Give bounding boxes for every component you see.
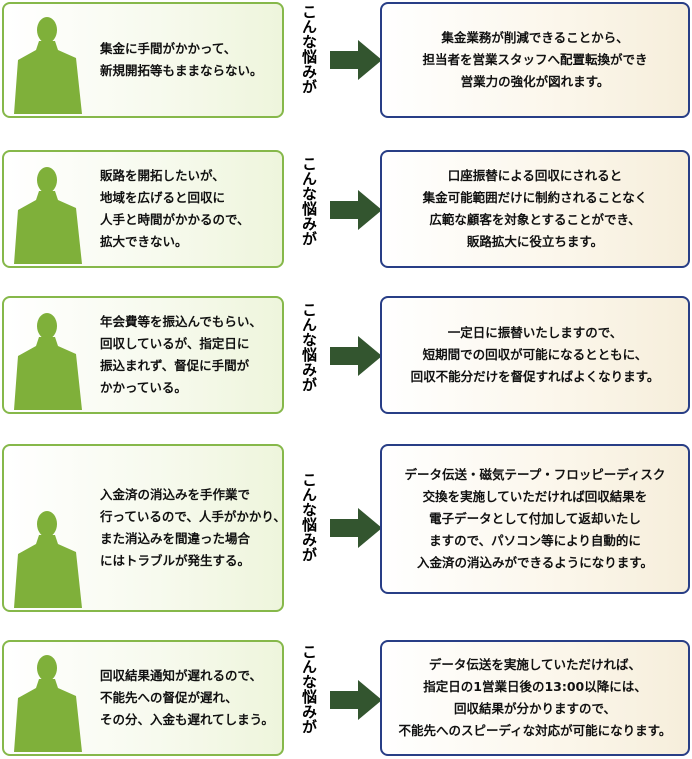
solution-box: 一定日に振替いたしますので、短期間での回収が可能になるとともに、回収不能分だけを… — [380, 296, 690, 414]
problem-text: 回収結果通知が遅れるので、不能先への督促が遅れ、その分、入金も遅れてしまう。 — [100, 668, 274, 727]
problem-text: 販路を開拓したいが、地域を広げると回収に人手と時間がかかるので、拡大できない。 — [100, 168, 250, 249]
konna-nayami-label: こんな悩みが — [300, 302, 318, 392]
person-silhouette-icon — [14, 167, 82, 264]
solution-box: 口座振替による回収にされると集金可能範囲だけに制約されることなく広範な顧客を対象… — [380, 150, 690, 268]
problem-text: 集金に手間がかかって、新規開拓等もままならない。 — [100, 41, 263, 78]
person-silhouette-icon — [14, 313, 82, 410]
solution-box: 集金業務が削減できることから、担当者を営業スタッフへ配置転換ができ営業力の強化が… — [380, 2, 690, 118]
problem-box: 集金に手間がかかって、新規開拓等もままならない。 — [2, 2, 284, 118]
problem-solution-row: 年会費等を振込んでもらい、回収しているが、指定日に振込まれず、督促に手間がかかっ… — [0, 296, 692, 426]
solution-box: データ伝送・磁気テープ・フロッピーディスク交換を実施していただければ回収結果を電… — [380, 444, 690, 594]
solution-text: データ伝送を実施していただければ、指定日の1営業日後の13:00以降には、回収結… — [398, 657, 672, 738]
problem-box: 年会費等を振込んでもらい、回収しているが、指定日に振込まれず、督促に手間がかかっ… — [2, 296, 284, 414]
problem-solution-row: 集金に手間がかかって、新規開拓等もままならない。 こんな悩みが 集金業務が削減で… — [0, 0, 692, 132]
solution-text: 一定日に振替いたしますので、短期間での回収が可能になるとともに、回収不能分だけを… — [410, 325, 660, 384]
solution-text: 集金業務が削減できることから、担当者を営業スタッフへ配置転換ができ営業力の強化が… — [422, 30, 648, 89]
person-silhouette-icon — [14, 511, 82, 608]
problem-solution-row: 回収結果通知が遅れるので、不能先への督促が遅れ、その分、入金も遅れてしまう。 こ… — [0, 640, 692, 759]
arrow-right-icon — [330, 40, 382, 80]
arrow-right-icon — [330, 190, 382, 230]
problem-box: 販路を開拓したいが、地域を広げると回収に人手と時間がかかるので、拡大できない。 — [2, 150, 284, 268]
konna-nayami-label: こんな悩みが — [300, 4, 318, 94]
problem-box: 回収結果通知が遅れるので、不能先への督促が遅れ、その分、入金も遅れてしまう。 — [2, 640, 284, 756]
arrow-right-icon — [330, 336, 382, 376]
arrow-right-icon — [330, 508, 382, 548]
problem-solution-row: 販路を開拓したいが、地域を広げると回収に人手と時間がかかるので、拡大できない。 … — [0, 150, 692, 280]
konna-nayami-label: こんな悩みが — [300, 644, 318, 734]
problem-box: 入金済の消込みを手作業で行っているので、人手がかかり、また消込みを間違った場合に… — [2, 444, 286, 612]
konna-nayami-label: こんな悩みが — [300, 156, 318, 246]
solution-text: データ伝送・磁気テープ・フロッピーディスク交換を実施していただければ回収結果を電… — [404, 467, 666, 570]
problem-solution-row: 入金済の消込みを手作業で行っているので、人手がかかり、また消込みを間違った場合に… — [0, 444, 692, 616]
solution-text: 口座振替による回収にされると集金可能範囲だけに制約されることなく広範な顧客を対象… — [422, 168, 648, 249]
person-silhouette-icon — [14, 655, 82, 752]
problem-text: 年会費等を振込んでもらい、回収しているが、指定日に振込まれず、督促に手間がかかっ… — [100, 314, 262, 395]
arrow-right-icon — [330, 680, 382, 720]
solution-box: データ伝送を実施していただければ、指定日の1営業日後の13:00以降には、回収結… — [380, 640, 690, 756]
person-silhouette-icon — [14, 17, 82, 114]
konna-nayami-label: こんな悩みが — [300, 472, 318, 562]
problem-text: 入金済の消込みを手作業で行っているので、人手がかかり、また消込みを間違った場合に… — [100, 487, 286, 568]
